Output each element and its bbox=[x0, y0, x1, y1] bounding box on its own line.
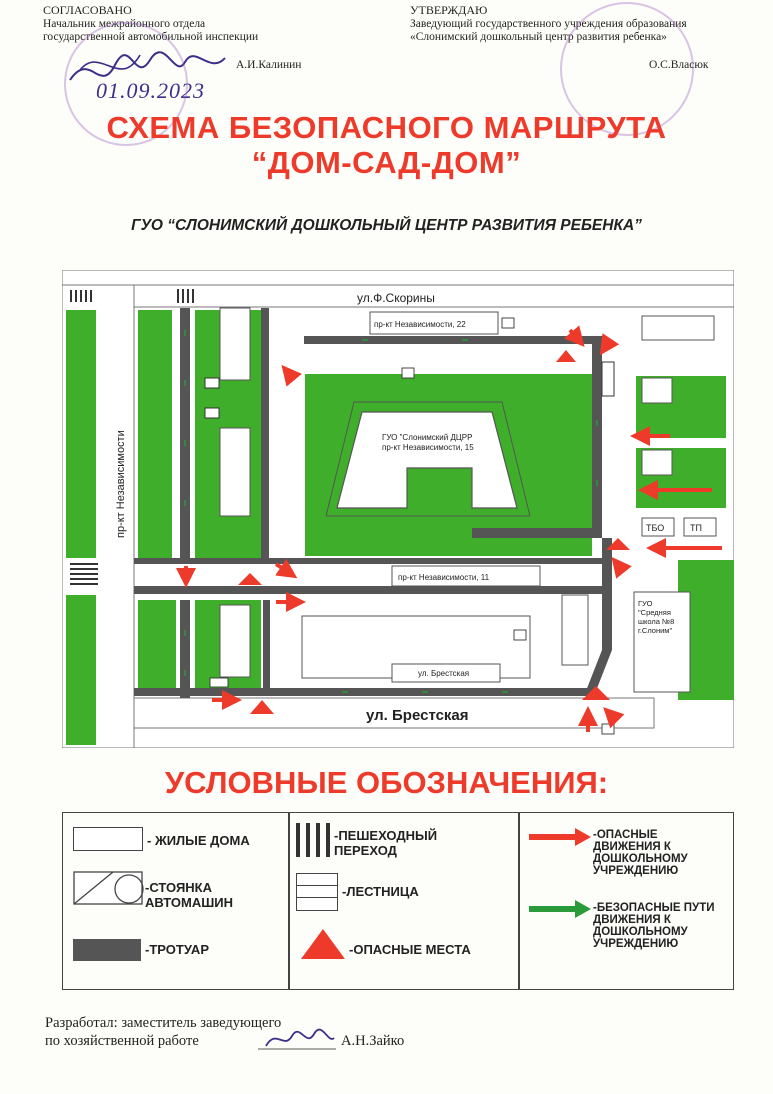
page-subtitle: ГУО “СЛОНИМСКИЙ ДОШКОЛЬНЫЙ ЦЕНТР РАЗВИТИ… bbox=[131, 217, 642, 234]
legend-danger-moves-4: УЧРЕЖДЕНИЮ bbox=[593, 865, 679, 877]
route-map: ул.Ф.Скорины пр-кт Независимости ул. Бре… bbox=[62, 270, 734, 748]
legend-parking-label-2: АВТОМАШИН bbox=[145, 895, 234, 910]
danger-arrow-1 bbox=[281, 364, 302, 387]
danger-triangle-1 bbox=[556, 350, 576, 362]
crossing-left-top bbox=[70, 290, 92, 302]
street-brestskaya-label: ул. Брестская bbox=[366, 707, 469, 724]
avenue-left-label: пр-кт Независимости bbox=[115, 430, 127, 538]
legend-safe-paths-1: -БЕЗОПАСНЫЕ ПУТИ bbox=[593, 902, 715, 914]
tbo-label: ТБО bbox=[646, 523, 664, 533]
legend-safe-arrow bbox=[529, 900, 591, 918]
school-label-3: школа №8 bbox=[638, 617, 674, 626]
danger-triangle-3 bbox=[238, 573, 262, 585]
tp-label: ТП bbox=[690, 523, 702, 533]
legend-house-swatch bbox=[73, 827, 143, 851]
danger-arrow-13 bbox=[603, 707, 625, 729]
danger-arrow-2 bbox=[563, 325, 585, 348]
legend-parking-label-1: -СТОЯНКА bbox=[145, 880, 213, 895]
legend-safe-paths-4: УЧРЕЖДЕНИЮ bbox=[593, 938, 679, 950]
page-title-line2: “ДОМ-САД-ДОМ” bbox=[251, 145, 522, 180]
residential-houses bbox=[219, 307, 717, 693]
crossing-left-middle bbox=[70, 563, 98, 585]
danger-arrow-8 bbox=[274, 558, 298, 579]
legend-danger-moves-3: ДОШКОЛЬНОМУ bbox=[593, 853, 688, 865]
legend-danger-moves-2: ДВИЖЕНИЯ К bbox=[593, 841, 671, 853]
danger-triangle-4 bbox=[250, 700, 274, 714]
street-skoriny-band bbox=[62, 284, 734, 308]
legend-crossing-label-2: ПЕРЕХОД bbox=[334, 843, 397, 858]
legend-houses-label: - ЖИЛЫЕ ДОМА bbox=[147, 833, 250, 848]
footer-line2: по хозяйственной работе bbox=[45, 1033, 199, 1049]
footer-line1: Разработал: заместитель заведующего bbox=[45, 1015, 282, 1031]
legend-safe-paths-3: ДОШКОЛЬНОМУ bbox=[593, 926, 688, 938]
kindergarten-label-1: ГУО "Слонимский ДЦРР bbox=[382, 433, 472, 442]
right-stamp bbox=[560, 2, 694, 136]
legend-title: УСЛОВНЫЕ ОБОЗНАЧЕНИЯ: bbox=[164, 765, 609, 800]
danger-places bbox=[238, 350, 630, 714]
building-brestskaya-label: ул. Брестская bbox=[418, 669, 469, 678]
left-stamp bbox=[64, 22, 188, 146]
legend-stairs-swatch bbox=[296, 873, 338, 911]
kindergarten-label-2: пр-кт Независимости, 15 bbox=[382, 443, 474, 452]
approval-left-signer: А.И.Калинин bbox=[236, 59, 302, 71]
school-label-4: г.Слоним" bbox=[638, 626, 672, 635]
crossing-top-2 bbox=[177, 289, 194, 303]
legend-danger-triangle bbox=[301, 929, 345, 959]
danger-triangle-2 bbox=[606, 538, 630, 550]
school-label-1: ГУО bbox=[638, 599, 653, 608]
building-22-label: пр-кт Независимости, 22 bbox=[374, 320, 466, 329]
street-brestskaya-band bbox=[133, 697, 655, 729]
page-title-line1: СХЕМА БЕЗОПАСНОГО МАРШРУТА bbox=[106, 110, 667, 145]
legend-crossing-label-1: -ПЕШЕХОДНЫЙ bbox=[334, 828, 438, 843]
approval-right-heading: УТВЕРЖДАЮ bbox=[410, 3, 488, 17]
legend-box: - ЖИЛЫЕ ДОМА -СТОЯНКА АВТОМАШИН -ТРОТУАР… bbox=[62, 812, 734, 990]
legend-sidewalk-swatch bbox=[73, 939, 141, 961]
sidewalks bbox=[134, 308, 612, 698]
kindergarten-building bbox=[336, 411, 518, 509]
stairs bbox=[204, 361, 615, 419]
legend-crossing-swatch bbox=[296, 823, 330, 857]
legend-stairs-label: -ЛЕСТНИЦА bbox=[342, 884, 419, 899]
legend-sidewalk-label: -ТРОТУАР bbox=[145, 942, 209, 957]
footer-signature bbox=[258, 1028, 336, 1050]
building-11-label: пр-кт Независимости, 11 bbox=[398, 573, 490, 582]
legend-danger-arrow bbox=[529, 828, 591, 846]
danger-arrows bbox=[176, 325, 722, 732]
legend-danger-places-label: -ОПАСНЫЕ МЕСТА bbox=[349, 942, 471, 957]
danger-arrow-11 bbox=[611, 556, 632, 579]
legend-safe-paths-2: ДВИЖЕНИЯ К bbox=[593, 914, 671, 926]
danger-triangle-5 bbox=[582, 686, 610, 700]
street-skoriny-label: ул.Ф.Скорины bbox=[357, 291, 435, 305]
approval-left-heading: СОГЛАСОВАНО bbox=[43, 3, 132, 17]
footer-signer: А.Н.Зайко bbox=[341, 1033, 405, 1049]
safe-route-marks bbox=[184, 330, 598, 693]
legend-danger-moves-1: -ОПАСНЫЕ bbox=[593, 829, 658, 841]
legend-parking-swatch bbox=[73, 871, 144, 905]
danger-arrow-3 bbox=[599, 333, 620, 356]
school-label-2: "Средняя bbox=[638, 608, 671, 617]
